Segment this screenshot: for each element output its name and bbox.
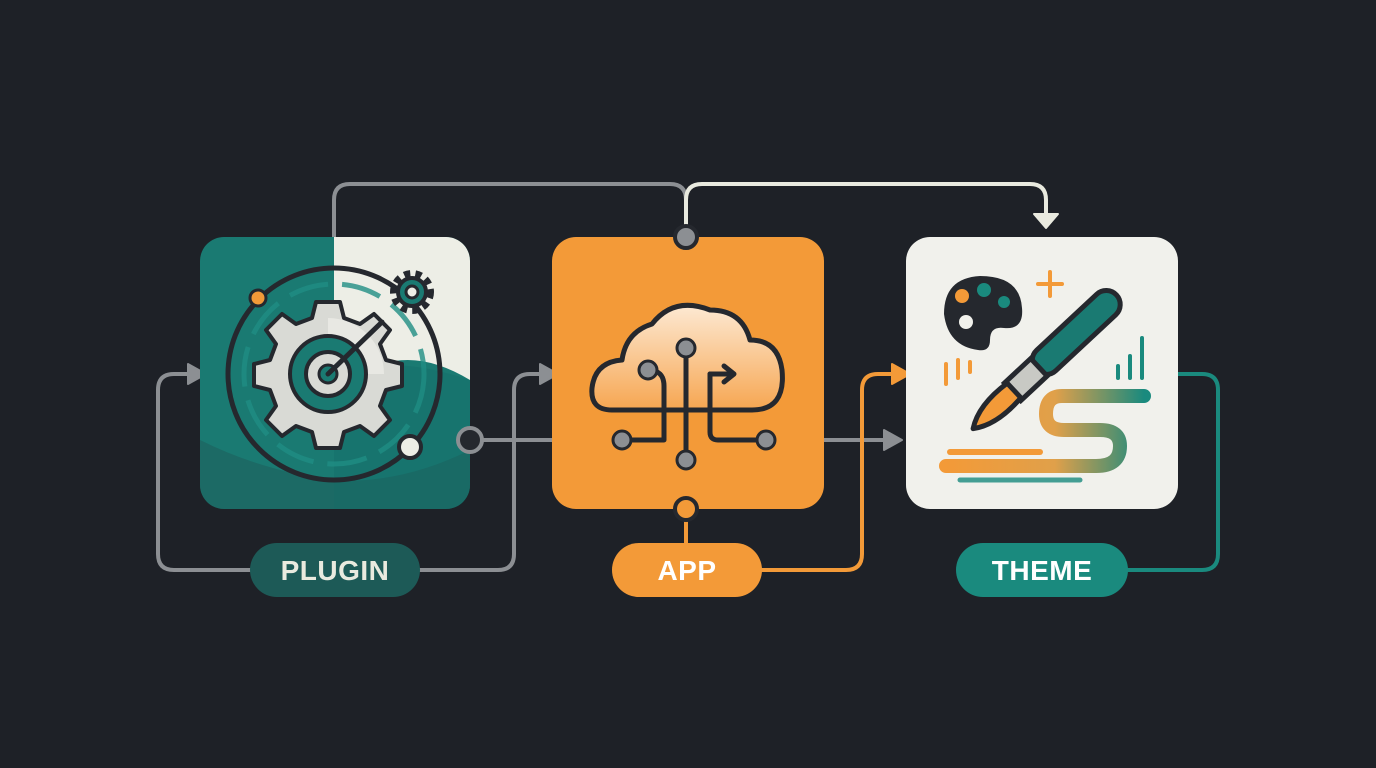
connector-theme-right-loop [1124, 372, 1220, 572]
theme-label-pill[interactable]: THEME [956, 543, 1128, 597]
cloud-icon [589, 302, 785, 471]
app-port-top[interactable] [673, 224, 699, 250]
paintbrush-icon [939, 270, 1151, 483]
app-port-bottom[interactable] [673, 496, 699, 522]
plugin-card[interactable] [200, 237, 484, 509]
plugin-label-pill[interactable]: PLUGIN [250, 543, 420, 597]
app-label-pill[interactable]: APP [612, 543, 762, 597]
connector-left-loop [156, 372, 252, 572]
arrowhead-theme-mid [883, 429, 903, 451]
arrowhead-plugin-left [187, 363, 207, 385]
theme-card[interactable] [906, 237, 1178, 509]
app-label: APP [657, 555, 716, 586]
arrowhead-app-left [539, 363, 559, 385]
connector-app-label-to-theme [758, 372, 898, 572]
plugin-label: PLUGIN [281, 555, 390, 586]
theme-label: THEME [992, 555, 1093, 586]
connector-plugin-top-to-app [332, 182, 688, 240]
gear-icon [225, 265, 443, 483]
palette-icon [944, 276, 1023, 351]
arrowhead-theme-left [891, 363, 911, 385]
connector-plugin-label-to-app [418, 372, 544, 572]
arrowhead-theme-top [1033, 213, 1059, 229]
plugin-port-right[interactable] [456, 426, 484, 454]
app-card[interactable] [552, 224, 824, 522]
connector-app-to-theme-top [684, 182, 1048, 238]
